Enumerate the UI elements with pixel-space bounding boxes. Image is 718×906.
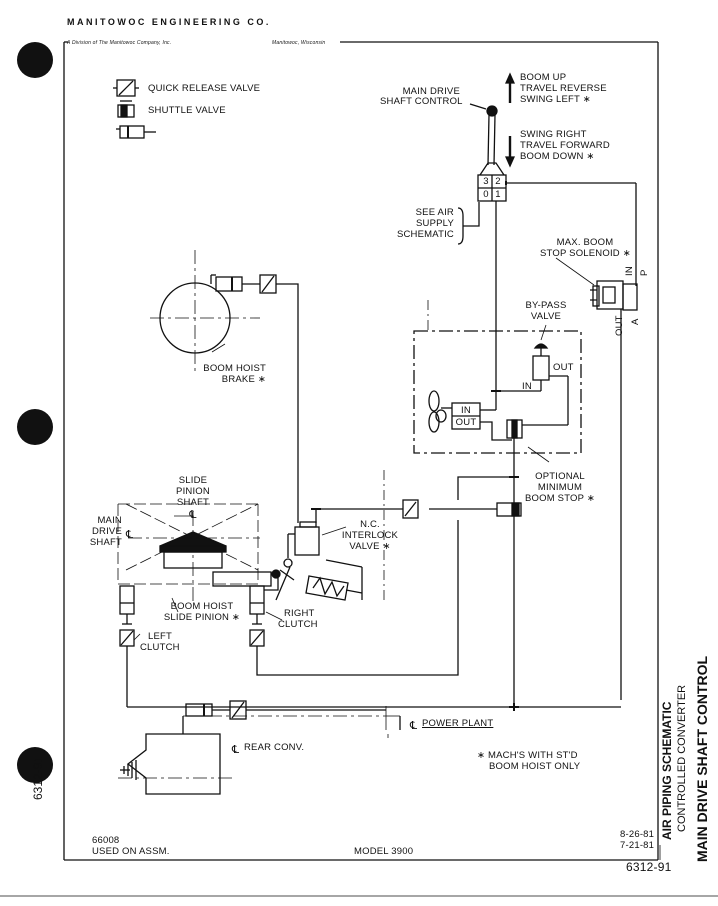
part-number: 66008 (92, 835, 120, 846)
brake-cylinder (215, 276, 243, 292)
footnote-line1: ∗ MACH'S WITH ST'D (477, 750, 578, 761)
slide-pinion-centerline: ℄ (189, 509, 197, 521)
binder-hole-top (17, 42, 53, 78)
lever-position-0: 0 (483, 189, 489, 200)
company-name: MANITOWOC ENGINEERING CO. (67, 17, 271, 27)
main-drive-shaft-control-line2: SHAFT CONTROL (380, 96, 463, 107)
boom-hoist-slide-pinion-line1: BOOM HOIST (170, 601, 234, 612)
footnote-line2: BOOM HOIST ONLY (489, 761, 581, 772)
rear-conv-label: REAR CONV. (244, 742, 305, 753)
see-air-supply-line2: SUPPLY (416, 218, 454, 229)
model-label: MODEL 3900 (354, 846, 414, 857)
boom-hoist-brake (150, 250, 260, 375)
left-clutch-line1: LEFT (148, 631, 173, 642)
solenoid-port-p: P (639, 269, 650, 276)
power-plant-centerline: ℄ (410, 720, 418, 732)
direction-arrows (504, 72, 516, 168)
drawing-subtitle: CONTROLLED CONVERTER (676, 684, 688, 832)
shaft-control-lever (469, 103, 507, 202)
bypass-out-label: OUT (553, 362, 574, 373)
company-city: Manitowoc, Wisconsin (272, 40, 326, 46)
right-clutch-line1: RIGHT (284, 608, 315, 619)
converter-out-label: OUT (455, 417, 477, 428)
binder-hole-bottom (17, 747, 53, 783)
legend-quick-release-label: QUICK RELEASE VALVE (148, 83, 261, 94)
down-direction-2: TRAVEL FORWARD (520, 140, 610, 151)
bypass-valve (496, 343, 569, 426)
up-direction-1: BOOM UP (520, 72, 567, 83)
right-clutch-line2: CLUTCH (278, 619, 318, 630)
slide-pinion-assembly (117, 503, 272, 605)
brake-quick-release-valve (259, 274, 277, 294)
legend-shuttle-label: SHUTTLE VALVE (148, 105, 226, 116)
main-drive-shaft-line1: MAIN (97, 515, 122, 526)
date-1: 8-26-81 (620, 829, 655, 840)
up-direction-3: SWING LEFT ∗ (520, 94, 591, 105)
boom-hoist-brake-line1: BOOM HOIST (203, 363, 266, 374)
quick-release-valve-lower (402, 499, 419, 519)
converter-valve (428, 390, 512, 441)
side-drawing-number: 6312-91 (31, 755, 45, 800)
max-boom-stop-solenoid (590, 280, 638, 700)
lever-position-2: 2 (495, 176, 501, 187)
main-drive-shaft-control-line1: MAIN DRIVE (402, 86, 460, 97)
solenoid-port-in: IN (624, 266, 635, 276)
company-division: A Division of The Manitowoc Company, Inc… (67, 40, 172, 46)
bypass-in-label: IN (522, 381, 532, 392)
right-clutch-cylinder (249, 520, 459, 676)
boom-hoist-brake-line2: BRAKE ∗ (221, 374, 266, 385)
main-drive-centerline: ℄ (126, 529, 134, 541)
nc-interlock-line1: N.C. (360, 519, 380, 530)
drawing-number: 6312-91 (626, 860, 672, 874)
spring-cylinder (305, 559, 363, 601)
lever-position-1: 1 (495, 189, 501, 200)
rear-converter (118, 700, 386, 795)
drawing-main-title: MAIN DRIVE SHAFT CONTROL (694, 655, 710, 862)
converter-in-label: IN (461, 405, 471, 416)
shuttle-valve-symbol (117, 100, 135, 118)
binder-hole-middle (17, 409, 53, 445)
solenoid-port-out: OUT (614, 315, 625, 336)
left-clutch-cylinder (119, 585, 135, 707)
used-on-assm: USED ON ASSM. (92, 846, 170, 857)
main-drive-shaft-line3: SHAFT (89, 537, 122, 548)
optional-min-stop-line1: OPTIONAL (535, 471, 585, 482)
slide-pinion-shaft-line2: PINION (176, 486, 210, 497)
lever-position-3: 3 (483, 176, 489, 187)
optional-min-stop-line3: BOOM STOP ∗ (525, 493, 595, 504)
nc-interlock-line2: INTERLOCK (341, 530, 399, 541)
max-boom-stop-line1: MAX. BOOM (556, 237, 614, 248)
boom-hoist-slide-pinion-line2: SLIDE PINION ∗ (163, 612, 241, 623)
slide-pinion-shaft-line3: SHAFT (176, 497, 210, 508)
air-cylinder-symbol (116, 125, 156, 139)
optional-min-stop-line2: MINIMUM (537, 482, 583, 493)
date-2: 7-21-81 (620, 840, 655, 851)
nc-interlock-valve (271, 521, 320, 601)
air-supply-bracket (457, 207, 464, 245)
left-clutch-line2: CLUTCH (140, 642, 180, 653)
bypass-valve-line2: VALVE (530, 311, 562, 322)
slide-pinion-shaft-line1: SLIDE (178, 475, 208, 486)
main-drive-shaft-line2: DRIVE (91, 526, 122, 537)
drawing-title: AIR PIPING SCHEMATIC (660, 701, 674, 840)
see-air-supply-line1: SEE AIR (415, 207, 454, 218)
solenoid-port-a: A (630, 318, 641, 325)
down-direction-1: SWING RIGHT (520, 129, 587, 140)
quick-release-valve-symbol (113, 79, 139, 97)
power-plant-label: POWER PLANT (422, 718, 494, 729)
nc-interlock-line3: VALVE ∗ (349, 541, 391, 552)
shuttle-valve (506, 419, 523, 707)
up-direction-2: TRAVEL REVERSE (520, 83, 607, 94)
down-direction-3: BOOM DOWN ∗ (520, 151, 595, 162)
lower-shuttle-valve (496, 502, 522, 517)
max-boom-stop-line2: STOP SOLENOID ∗ (540, 248, 631, 259)
bypass-valve-line1: BY-PASS (525, 300, 567, 311)
rear-conv-centerline: ℄ (232, 744, 240, 756)
optional-min-boom-stop-box (413, 330, 582, 454)
see-air-supply-line3: SCHEMATIC (396, 229, 454, 240)
